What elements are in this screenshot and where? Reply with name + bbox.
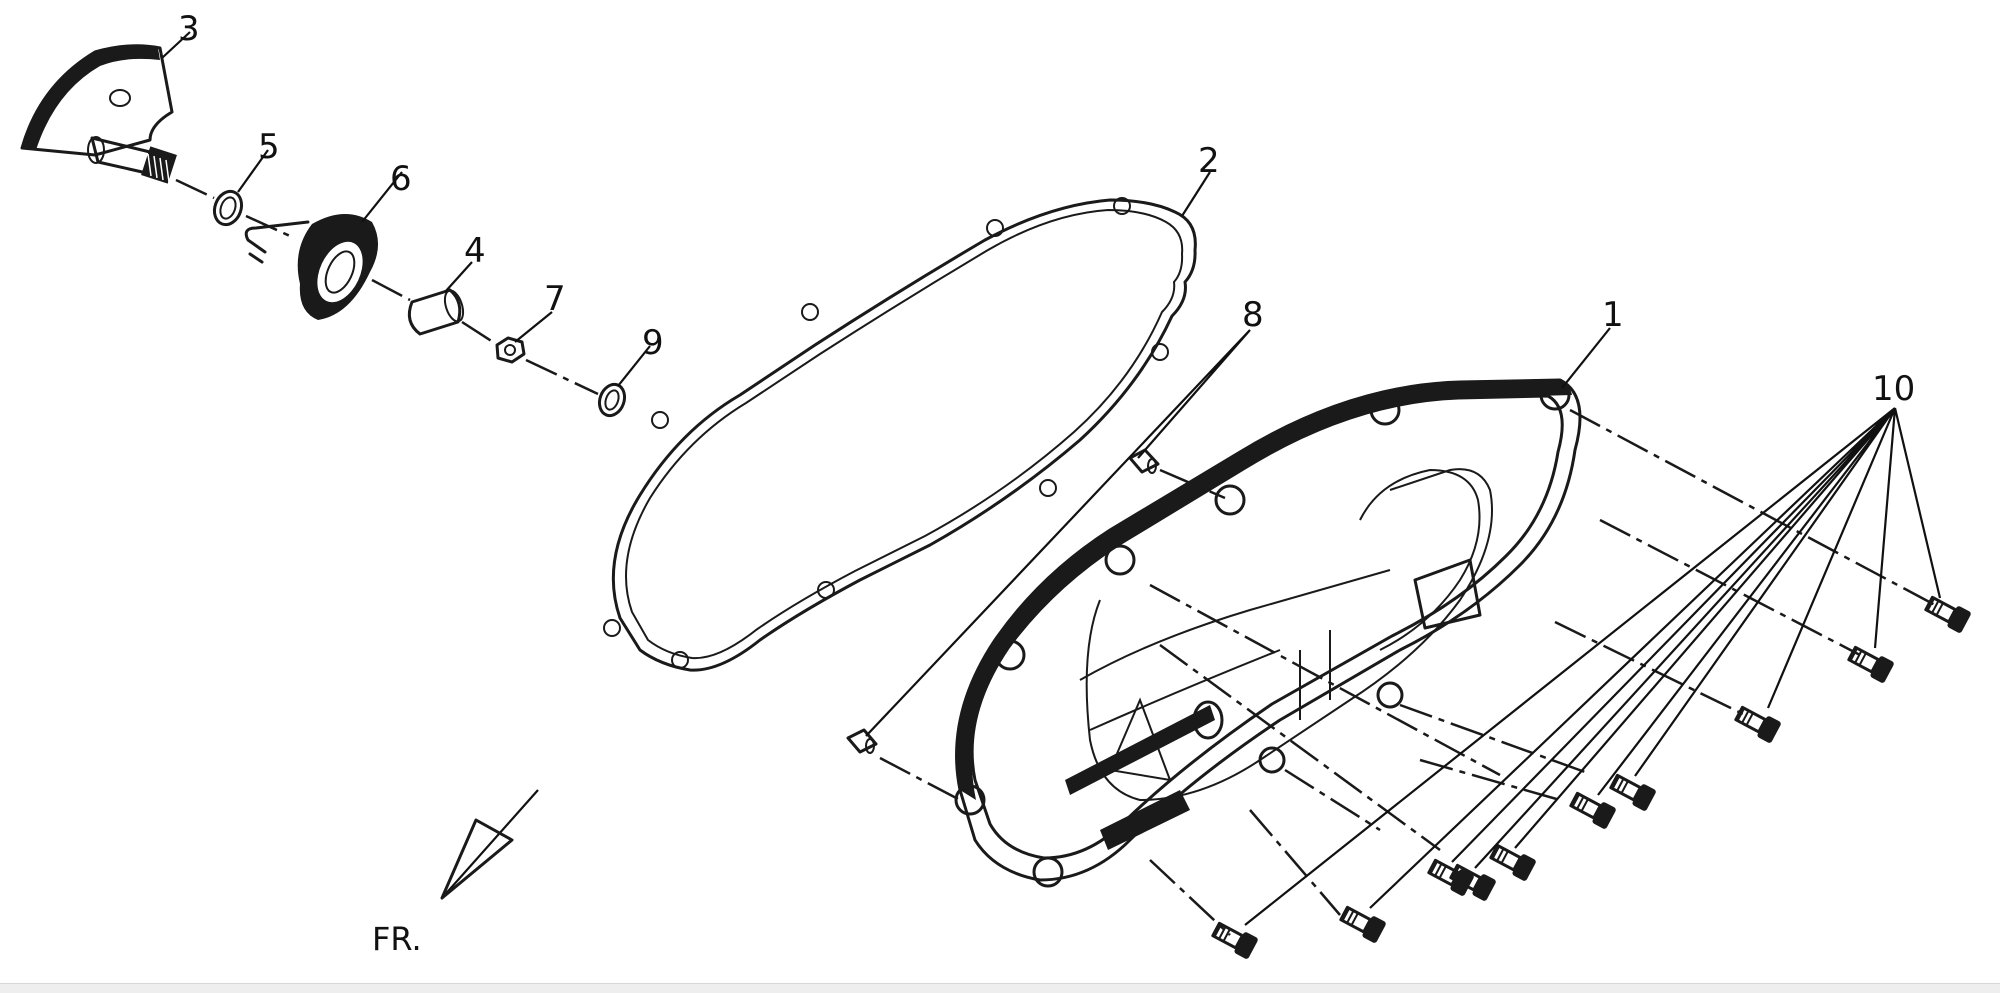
bolt-axis-lines bbox=[1149, 408, 1936, 936]
assembly-axis-small-parts bbox=[175, 178, 599, 396]
part-5-oring bbox=[212, 189, 244, 227]
part-10-bolts bbox=[1211, 595, 1971, 959]
part-8-dowel-pins bbox=[846, 448, 1160, 754]
part-7-collar bbox=[495, 336, 526, 364]
part-9-oring bbox=[597, 382, 627, 418]
part-2-gasket bbox=[603, 197, 1197, 672]
callout-3: 3 bbox=[178, 9, 200, 49]
callout-1: 1 bbox=[1602, 295, 1624, 335]
callout-6: 6 bbox=[390, 159, 412, 199]
bottom-edge-bar bbox=[0, 983, 2000, 993]
part-3-kick-starter-gear bbox=[20, 44, 177, 184]
part-6-kick-spring bbox=[244, 213, 379, 320]
callout-9: 9 bbox=[642, 323, 664, 363]
part-4-bushing bbox=[407, 288, 465, 336]
part-1-left-crankcase-cover bbox=[954, 378, 1582, 888]
callout-7: 7 bbox=[544, 279, 566, 319]
callout-2: 2 bbox=[1198, 141, 1220, 181]
callout-10: 10 bbox=[1872, 369, 1915, 409]
dowel-axis-lines bbox=[879, 468, 1226, 802]
callout-8: 8 bbox=[1242, 295, 1264, 335]
callout-5: 5 bbox=[258, 127, 280, 167]
callout-4: 4 bbox=[464, 231, 486, 271]
front-direction-label: FR. bbox=[372, 920, 422, 958]
front-direction-arrow bbox=[440, 789, 539, 900]
leader-lines bbox=[161, 31, 1942, 926]
